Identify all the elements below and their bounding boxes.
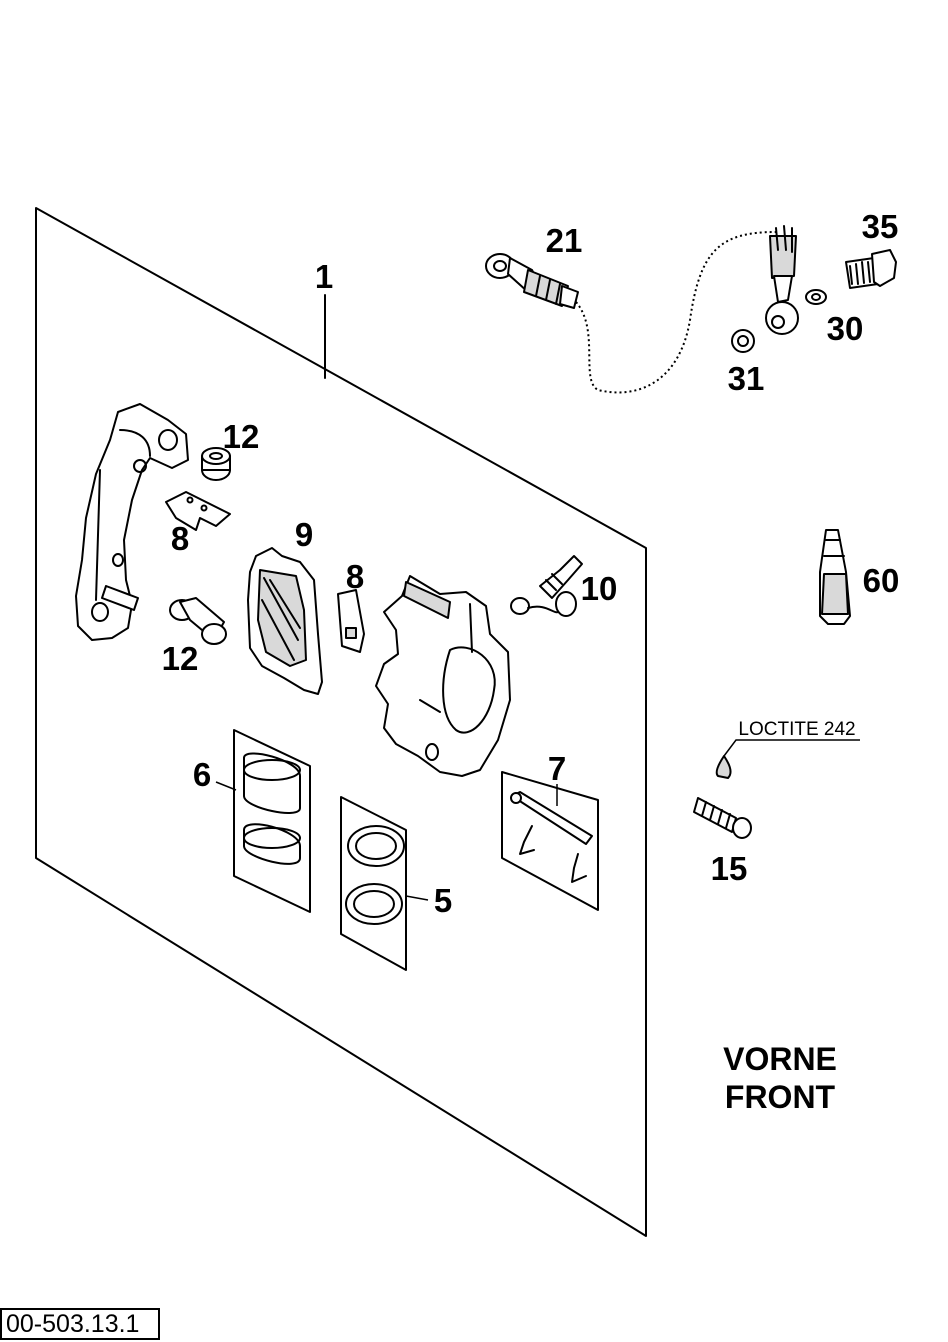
callout-35: 35 xyxy=(862,208,899,245)
callout-12-lower: 12 xyxy=(162,640,199,677)
washer-31-hole xyxy=(737,335,749,347)
callout-7: 7 xyxy=(548,750,566,787)
callout-30: 30 xyxy=(827,310,864,347)
callout-5: 5 xyxy=(434,882,452,919)
callout-15: 15 xyxy=(711,850,748,887)
screw-15 xyxy=(693,739,860,839)
caliper-body xyxy=(375,575,511,777)
callout-8-left: 8 xyxy=(171,520,189,557)
brake-pad-9 xyxy=(247,547,323,695)
callout-6: 6 xyxy=(193,756,211,793)
assembly-panel-frame xyxy=(35,207,647,1237)
callout-21: 21 xyxy=(546,222,583,259)
callout-31: 31 xyxy=(728,360,765,397)
leader-6 xyxy=(215,781,237,791)
callout-10: 10 xyxy=(581,570,618,607)
callout-1: 1 xyxy=(315,258,333,295)
callout-12-upper: 12 xyxy=(223,418,260,455)
loctite-note: LOCTITE 242 xyxy=(738,719,855,740)
view-title-line-2: FRONT xyxy=(724,1079,836,1115)
pad-spring-8-right xyxy=(337,589,365,653)
caliper-bracket xyxy=(75,403,189,641)
bleeder-valve-10 xyxy=(510,555,583,617)
pad-spring-8-left xyxy=(165,491,231,531)
leader-5 xyxy=(405,895,429,901)
brake-hose-21 xyxy=(485,225,799,394)
washer-30-hole xyxy=(811,293,821,301)
view-title-line-1: VORNE xyxy=(723,1041,837,1077)
callout-60: 60 xyxy=(863,562,900,599)
washer-30 xyxy=(805,289,827,305)
slide-pin-12-lower xyxy=(169,597,227,645)
pin-kit-7 xyxy=(501,771,599,911)
loctite-bottle-60 xyxy=(819,529,851,625)
callout-8-right: 8 xyxy=(346,558,364,595)
callout-9: 9 xyxy=(295,516,313,553)
piston-kit-6 xyxy=(233,729,311,913)
seal-kit-5 xyxy=(340,796,407,971)
banjo-bolt-35 xyxy=(845,249,897,289)
view-title: VORNE FRONT xyxy=(700,1040,860,1116)
washer-31 xyxy=(731,329,755,353)
drawing-code: 00-503.13.1 xyxy=(0,1308,160,1340)
bushing-12-upper xyxy=(201,447,231,481)
